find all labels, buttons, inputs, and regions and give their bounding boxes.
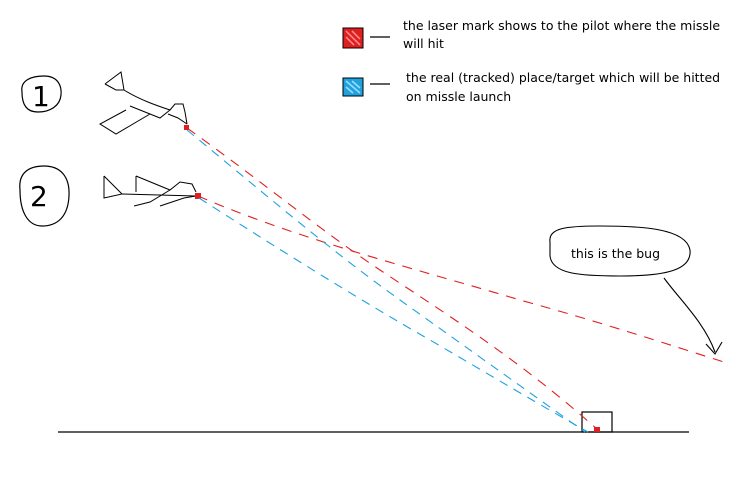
legend-laser-line2: will hit (403, 36, 444, 51)
aircraft-2-icon (103, 175, 197, 207)
aircraft-1-laser-emitter-icon (184, 125, 189, 130)
aircraft-1-laser-path (186, 127, 599, 431)
legend-tracked-line2: on missle launch (406, 89, 511, 104)
aircraft-1-icon (99, 71, 188, 135)
callout-arrow (663, 277, 716, 353)
scenario-marker-1: 1 (21, 75, 62, 113)
aircraft-2-tracked-path (198, 197, 589, 433)
marker-2-number: 2 (30, 180, 48, 213)
legend-laser-line1: the laser mark shows to the pilot where … (403, 18, 720, 33)
aircraft-2-laser-path (197, 195, 725, 363)
marker-1-number: 1 (32, 80, 50, 113)
aircraft-1-tracked-path (186, 129, 586, 433)
callout-text: this is the bug (571, 246, 660, 261)
scenario-marker-2: 2 (19, 165, 70, 227)
legend-tracked-line1: the real (tracked) place/target which wi… (406, 70, 720, 85)
legend-laser-entry: the laser mark shows to the pilot where … (342, 18, 720, 51)
legend-tracked-entry: the real (tracked) place/target which wi… (342, 70, 720, 104)
callout-arrowhead-icon (705, 341, 723, 355)
bug-callout: this is the bug (549, 225, 691, 277)
